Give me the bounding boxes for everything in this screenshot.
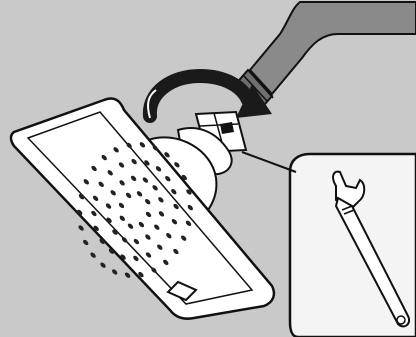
- wrench-hang-hole: [397, 316, 405, 324]
